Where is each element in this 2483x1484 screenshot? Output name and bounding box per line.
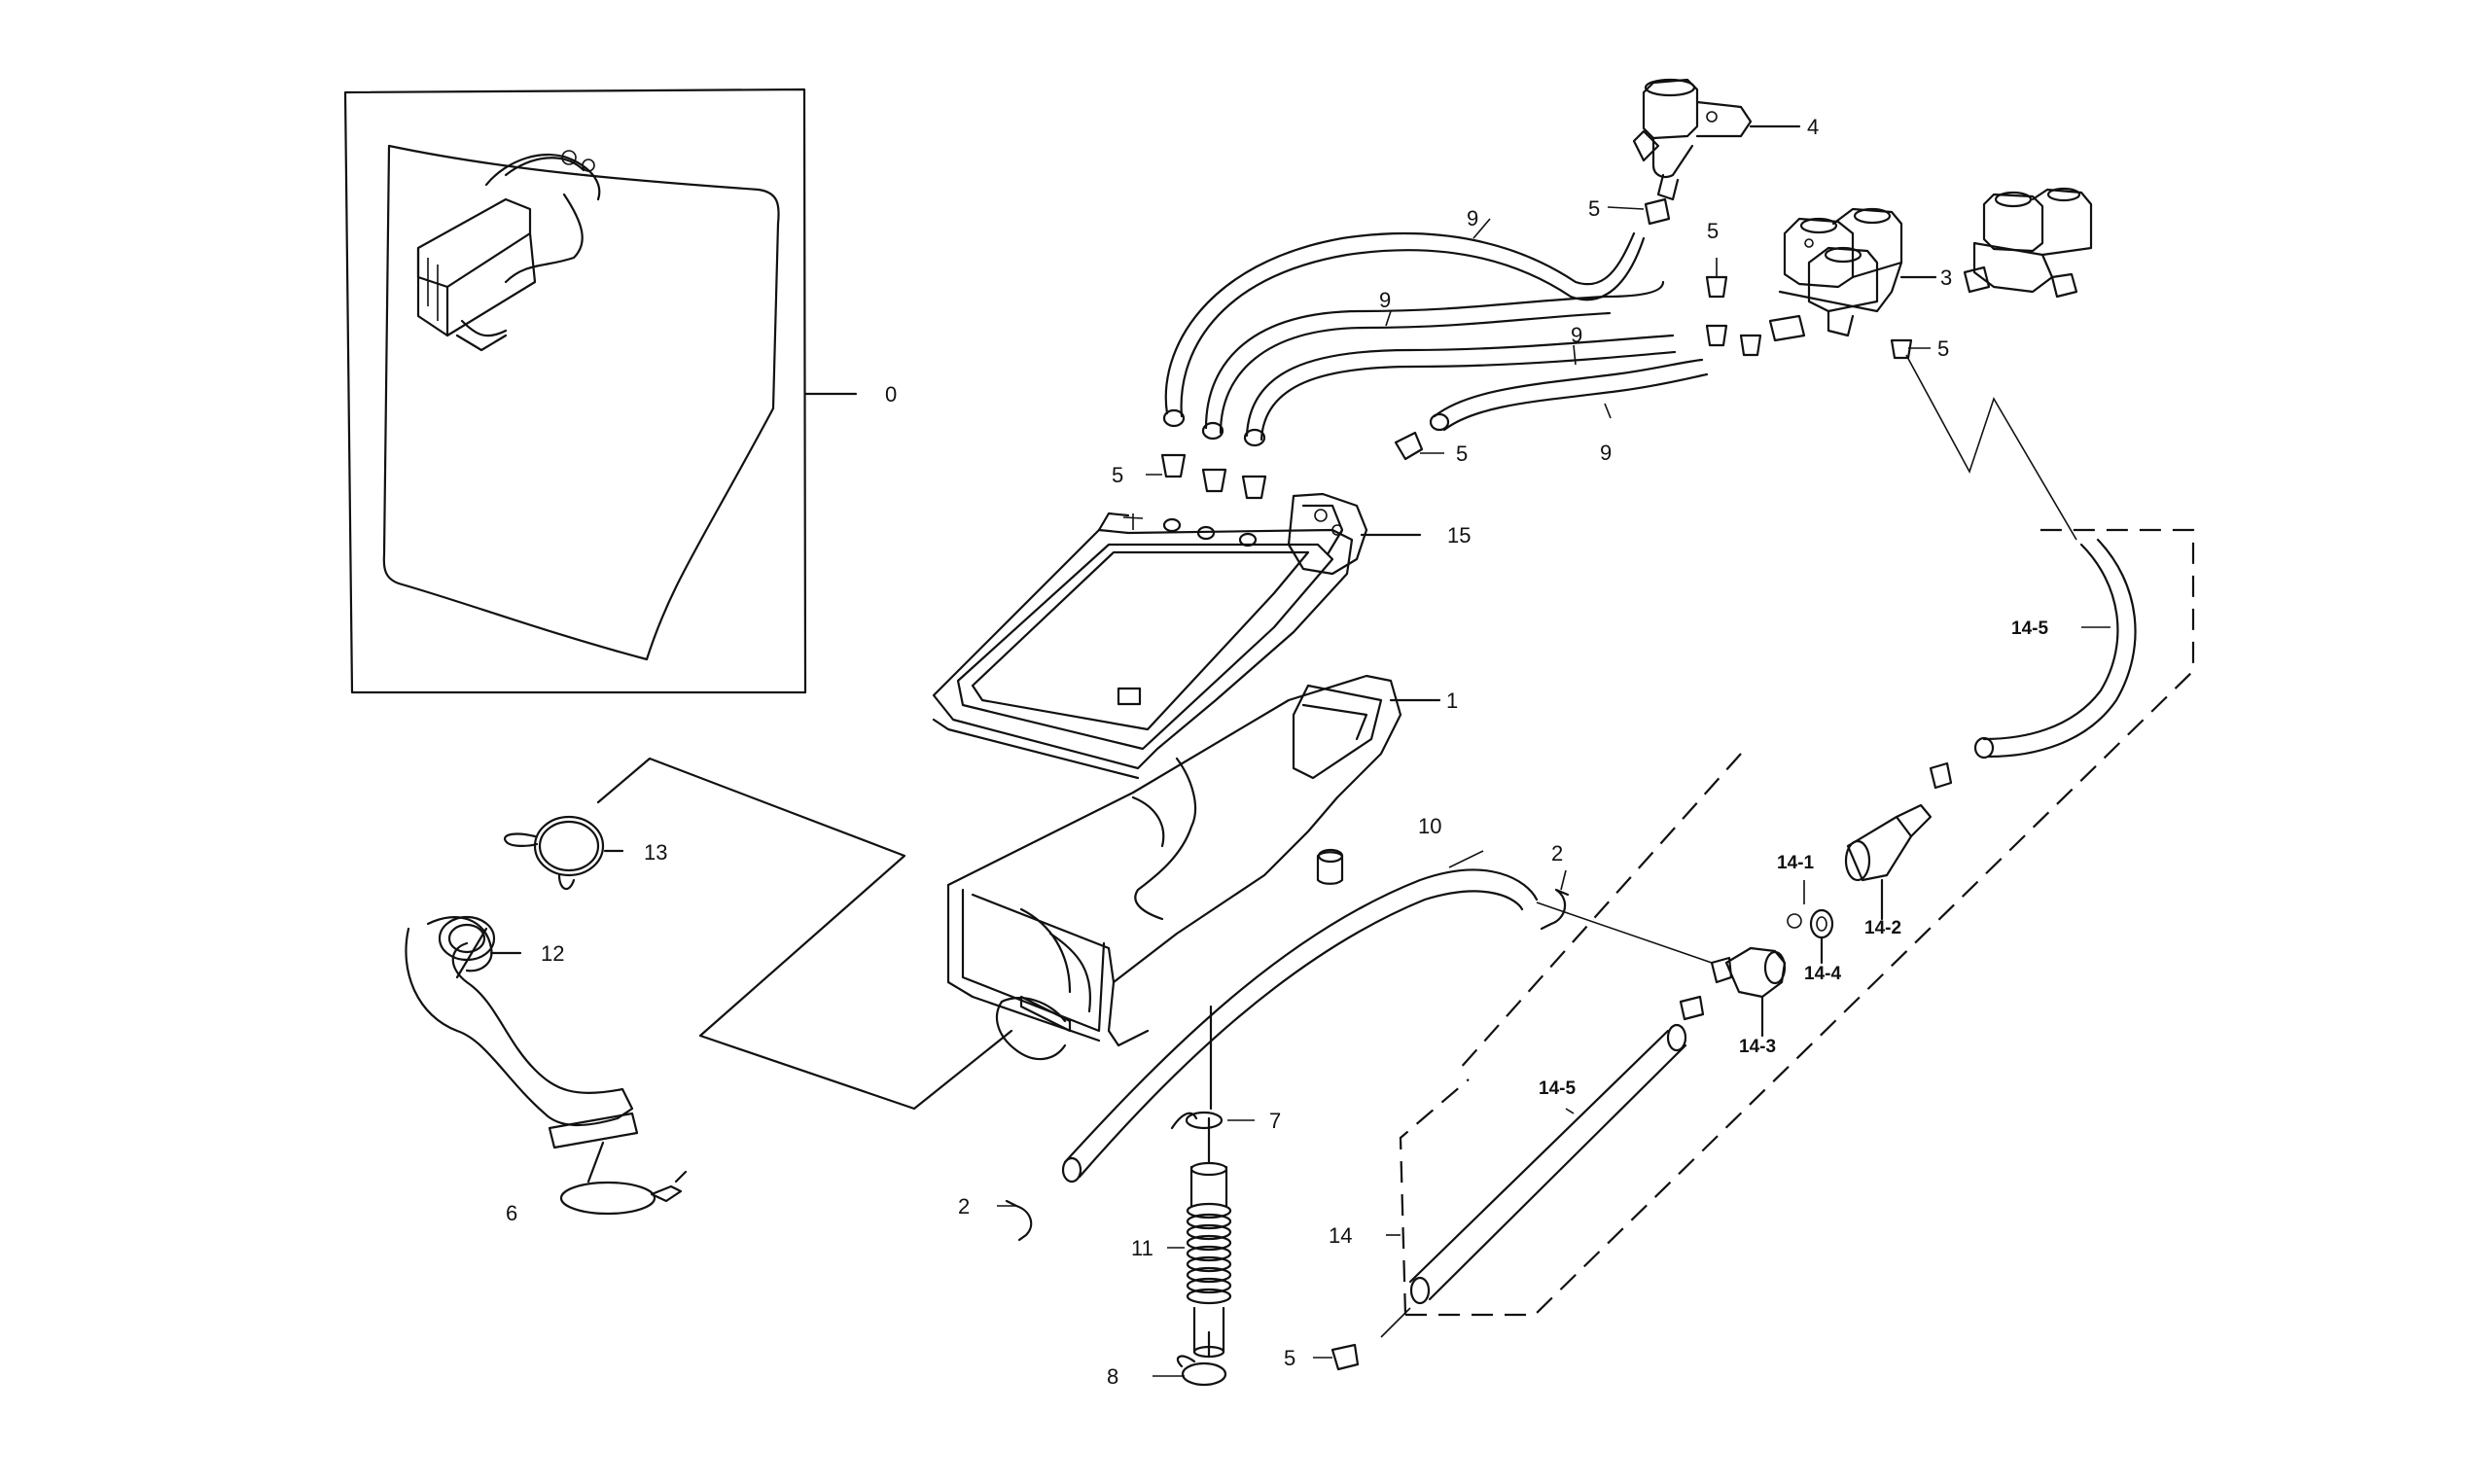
control-unit-drawing (416, 150, 601, 352)
label-14: 14 (1329, 1223, 1352, 1248)
valve-3-drawing (1768, 207, 1937, 342)
leader-lines (997, 206, 2111, 1377)
label-5-c: 5 (1937, 336, 1949, 361)
label-3: 3 (1940, 265, 1952, 290)
label-5-b: 5 (1707, 219, 1719, 243)
part-14-1-drawing (1787, 880, 1805, 929)
hose-14-5-upper-drawing (1905, 354, 2137, 760)
clamp-7-drawing (1170, 1111, 1224, 1130)
hose-14-5-lower-drawing (1380, 1023, 1687, 1338)
dispenser-housing-drawing (946, 674, 1441, 1061)
bellows-ring (1186, 1277, 1232, 1294)
label-1: 1 (1446, 689, 1458, 713)
clamps-5-drawing (1160, 197, 1953, 1371)
label-9-c: 9 (1571, 323, 1582, 347)
bellows-ring (1186, 1202, 1232, 1219)
label-6: 6 (506, 1201, 517, 1225)
label-5-a: 5 (1588, 196, 1600, 221)
hoses-9-drawing (1162, 231, 1709, 447)
bellows-ring (1186, 1213, 1232, 1230)
label-12: 12 (541, 941, 564, 966)
hose-10-drawing (1061, 868, 1713, 1184)
bellows-ring (1186, 1288, 1232, 1305)
callout-labels: 0 1 2 2 3 4 5 5 5 5 5 5 6 7 8 9 9 9 9 10… (506, 115, 2048, 1389)
cover-nipples (1162, 517, 1258, 548)
dispenser-cover-drawing (932, 492, 1422, 780)
label-5-f: 5 (1284, 1346, 1295, 1370)
label-14-2: 14-2 (1864, 918, 1901, 938)
label-15: 15 (1447, 523, 1471, 548)
label-9-a: 9 (1467, 206, 1478, 230)
label-10: 10 (1418, 814, 1441, 838)
part-14-3-drawing (1710, 946, 1787, 1038)
label-8: 8 (1107, 1364, 1118, 1389)
clamp-8-drawing (1176, 1355, 1227, 1387)
bellows-ring (1186, 1245, 1232, 1262)
label-2-bottom: 2 (958, 1194, 970, 1219)
label-14-5-lower: 14-5 (1539, 1078, 1576, 1099)
clamp-13-drawing (503, 815, 624, 891)
label-14-4: 14-4 (1804, 964, 1841, 984)
label-7: 7 (1269, 1109, 1281, 1133)
bellows-ring (1186, 1234, 1232, 1252)
clip-2-drawing (1005, 888, 1570, 1242)
label-9-d: 9 (1600, 441, 1612, 465)
valve-4-drawing (1632, 78, 1801, 201)
bellows-ring (1186, 1255, 1232, 1273)
projection-lines (455, 757, 1013, 1111)
label-5-e: 5 (1456, 442, 1468, 466)
label-14-3: 14-3 (1739, 1037, 1776, 1057)
label-14-1: 14-1 (1777, 853, 1814, 873)
clamp-6-drawing (559, 1141, 688, 1216)
hose-12-drawing (405, 915, 639, 1149)
bellows-ring (1186, 1223, 1232, 1241)
valve-extra-drawing (1963, 187, 2093, 299)
part-14-2-drawing (1844, 803, 1933, 921)
bellows-ring (1186, 1266, 1232, 1284)
label-4: 4 (1807, 115, 1819, 139)
label-2-top: 2 (1551, 841, 1563, 866)
group-14-box (1399, 528, 2195, 1317)
label-5-d: 5 (1112, 463, 1123, 487)
label-11: 11 (1131, 1236, 1153, 1260)
bellows-11-drawing (1186, 1161, 1232, 1359)
label-0: 0 (885, 382, 897, 406)
label-14-5-upper: 14-5 (2011, 618, 2048, 639)
label-13: 13 (644, 840, 667, 865)
label-9-b: 9 (1379, 288, 1391, 312)
assembly-inset (343, 88, 858, 694)
part-14-4-drawing (1809, 908, 1834, 965)
